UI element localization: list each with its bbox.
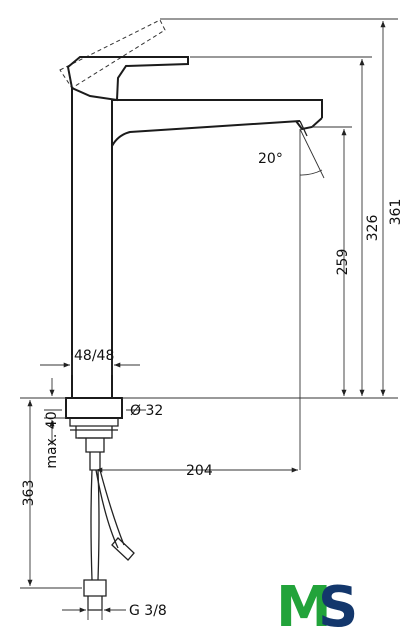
logo-letter-m: M [276, 575, 332, 640]
dim-363 [20, 397, 82, 589]
dim-204-label: 204 [186, 463, 213, 479]
dim-363-label: 363 [21, 480, 37, 507]
dim-48 [40, 355, 140, 375]
dim-361-label: 361 [388, 199, 404, 226]
dim-326-label: 326 [365, 215, 381, 242]
dim-thread [62, 600, 126, 620]
dim-326 [190, 56, 372, 396]
mounting-base [65, 397, 123, 471]
dim-259 [312, 126, 352, 396]
angle-indicator [299, 128, 325, 470]
dim-259-label: 259 [335, 249, 351, 276]
diameter-label: Ø 32 [130, 403, 163, 419]
hoses [83, 469, 135, 611]
logo-letter-s: S [318, 575, 358, 640]
angle-label: 20° [258, 151, 283, 167]
faucet-body [71, 88, 323, 398]
thread-label: G 3/8 [129, 603, 167, 619]
dim-48-label: 48/48 [74, 348, 114, 364]
handle-outline [59, 19, 189, 102]
ms-logo: M S [276, 575, 358, 640]
max-40-label: max. 40 [44, 411, 60, 468]
dim-361 [122, 18, 398, 399]
